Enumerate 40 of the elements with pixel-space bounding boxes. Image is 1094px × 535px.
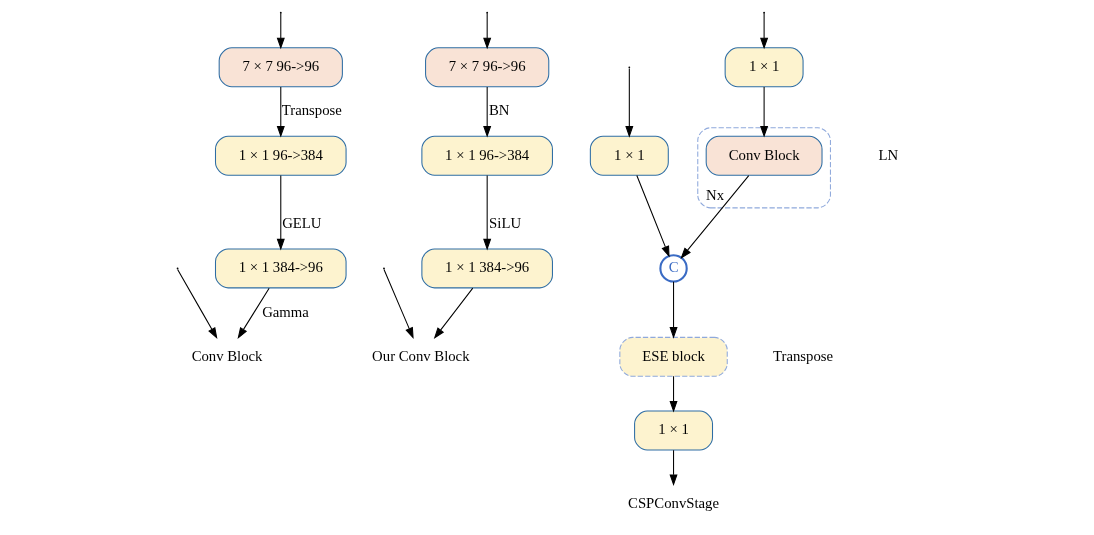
edge-label: Transpose xyxy=(281,102,342,119)
edge-label: Gamma xyxy=(262,303,309,320)
node-text: CSPConvStage xyxy=(628,494,719,511)
arrow xyxy=(625,67,634,138)
arrow xyxy=(669,449,678,486)
arrow xyxy=(669,281,678,339)
arrow xyxy=(760,12,769,50)
arrow xyxy=(177,269,218,339)
node-circle: C xyxy=(659,254,688,283)
edge-label: SiLU xyxy=(489,215,522,232)
node-text: Our Conv Block xyxy=(372,347,470,364)
arrow xyxy=(237,287,270,340)
node-box: 1 × 1 384->96 xyxy=(421,248,553,289)
node-box: 1 × 1 96->384 xyxy=(214,135,347,176)
arrow xyxy=(276,86,285,138)
arrow xyxy=(276,12,285,50)
node-box: 7 × 7 96->96 xyxy=(218,47,343,88)
arrow xyxy=(276,175,285,251)
node-text: Conv Block xyxy=(191,347,263,364)
node-box: 1 × 1 xyxy=(724,47,804,88)
arrow xyxy=(483,175,492,251)
label: Transpose xyxy=(773,347,834,364)
arrow xyxy=(433,287,474,339)
edge-label: BN xyxy=(489,102,510,119)
arrow xyxy=(760,86,769,138)
arrow xyxy=(483,12,492,50)
label: LN xyxy=(878,146,899,163)
arrow xyxy=(669,375,678,413)
node-box: 7 × 7 96->96 xyxy=(425,47,550,88)
node-box: 1 × 1 96->384 xyxy=(421,135,553,176)
node-box: ESE block xyxy=(619,336,728,377)
node-box: 1 × 1 xyxy=(634,410,714,451)
node-box: Conv Block xyxy=(705,135,823,176)
arrow xyxy=(680,175,750,259)
edge-label: GELU xyxy=(282,215,322,232)
node-box: 1 × 1 xyxy=(589,135,669,176)
arrow xyxy=(483,86,492,138)
node-box: 1 × 1 384->96 xyxy=(214,248,347,289)
arrow xyxy=(383,269,414,340)
arrow xyxy=(636,175,670,258)
